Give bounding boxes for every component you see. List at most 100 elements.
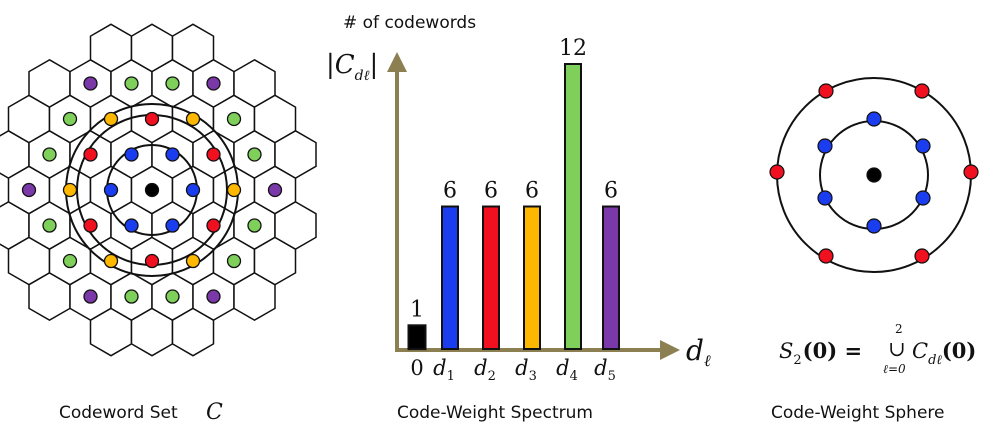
hex-lattice bbox=[0, 23, 317, 357]
outer-sphere-point bbox=[963, 164, 979, 180]
lattice-point bbox=[165, 147, 180, 162]
y-axis-symbol-sub: dℓ bbox=[355, 68, 370, 84]
lattice-point bbox=[124, 289, 139, 304]
x-axis-symbol: dℓ bbox=[686, 334, 711, 370]
lattice-point bbox=[226, 111, 242, 127]
lattice-point bbox=[144, 111, 160, 127]
bar-d2 bbox=[482, 205, 500, 350]
outer-sphere-point bbox=[818, 248, 834, 264]
sphere-center-point bbox=[866, 167, 882, 183]
bar-label-d2: 6 bbox=[484, 179, 498, 204]
tick-d3: d3 bbox=[515, 356, 537, 384]
lattice-point bbox=[83, 76, 98, 91]
lattice-point bbox=[185, 182, 201, 198]
lattice-point bbox=[267, 182, 283, 198]
bar-label-d5: 6 bbox=[604, 179, 618, 204]
formula-union-top: 2 bbox=[895, 322, 903, 336]
lattice-point bbox=[62, 253, 78, 269]
spectrum-caption: Code-Weight Spectrum bbox=[397, 403, 593, 423]
bar-label-0: 1 bbox=[410, 297, 424, 322]
lattice-point bbox=[62, 182, 78, 198]
lattice-point bbox=[103, 111, 119, 127]
sphere-caption: Code-Weight Sphere bbox=[771, 403, 945, 423]
lattice-point bbox=[226, 253, 242, 269]
lattice-point bbox=[206, 76, 221, 91]
lattice-point bbox=[185, 253, 201, 269]
formula-rhs-sub: dℓ bbox=[928, 353, 942, 368]
inner-sphere-point bbox=[915, 190, 931, 206]
inner-sphere-point bbox=[817, 190, 833, 206]
lattice-point bbox=[165, 218, 180, 233]
codeword-set-symbol: C bbox=[206, 400, 223, 425]
tick-d2: d2 bbox=[474, 356, 496, 384]
formula-rhs-main: C bbox=[912, 339, 928, 363]
formula-rhs-arg: (0) bbox=[942, 338, 976, 363]
lattice-point bbox=[103, 182, 119, 198]
lattice-point bbox=[247, 147, 262, 162]
bar-d1 bbox=[441, 205, 459, 350]
lattice-point bbox=[226, 182, 242, 198]
lattice-point bbox=[144, 253, 160, 269]
lattice-point bbox=[165, 289, 180, 304]
bar-value-labels: 1 6 6 6 12 6 bbox=[410, 36, 618, 322]
lattice-point bbox=[42, 218, 57, 233]
outer-sphere-point bbox=[914, 83, 930, 99]
lattice-point bbox=[124, 76, 139, 91]
formula-arg: (0) = bbox=[803, 338, 862, 363]
hex-cell bbox=[274, 129, 317, 180]
outer-sphere-point bbox=[818, 83, 834, 99]
codeword-set-panel bbox=[0, 23, 317, 357]
outer-sphere-point bbox=[914, 248, 930, 264]
lattice-point bbox=[165, 76, 180, 91]
origin-point bbox=[144, 182, 160, 198]
tick-d4: d4 bbox=[556, 356, 578, 384]
x-axis-symbol-sub: ℓ bbox=[704, 351, 711, 370]
formula-rhs: Cdℓ(0) bbox=[912, 338, 976, 368]
inner-sphere-point bbox=[866, 218, 882, 234]
bar-label-d3: 6 bbox=[525, 179, 539, 204]
lattice-point bbox=[247, 218, 262, 233]
tick-0: 0 bbox=[410, 356, 423, 380]
formula-lhs-sub: 2 bbox=[793, 353, 801, 368]
lattice-point bbox=[103, 253, 119, 269]
lattice-point bbox=[62, 111, 78, 127]
bar-d3 bbox=[523, 205, 541, 350]
tick-d1: d1 bbox=[433, 356, 455, 384]
lattice-point bbox=[124, 218, 139, 233]
lattice-point bbox=[83, 147, 98, 162]
code-weight-sphere-panel bbox=[769, 77, 979, 273]
bar-d5 bbox=[602, 205, 620, 350]
lattice-point bbox=[185, 111, 201, 127]
bar-label-d1: 6 bbox=[443, 179, 457, 204]
formula-union: ∪ bbox=[888, 337, 906, 361]
inner-sphere-point bbox=[817, 138, 833, 154]
y-axis-symbol-close: | bbox=[369, 50, 378, 80]
formula-lhs: S bbox=[779, 339, 793, 363]
x-tick-labels: 0 d1 d2 d3 d4 d5 bbox=[410, 356, 616, 384]
y-axis-symbol: |Cdℓ| bbox=[326, 50, 378, 84]
inner-sphere-point bbox=[866, 111, 882, 127]
y-axis-symbol-main: |C bbox=[326, 50, 355, 80]
inner-sphere-point bbox=[915, 138, 931, 154]
lattice-point bbox=[206, 289, 221, 304]
lattice-point bbox=[124, 147, 139, 162]
bar-0 bbox=[407, 324, 427, 351]
hex-cell bbox=[274, 200, 317, 251]
bar-d4 bbox=[564, 63, 582, 350]
codeword-set-caption: Codeword Set bbox=[59, 403, 178, 423]
bars bbox=[407, 63, 620, 351]
lattice-point bbox=[206, 218, 221, 233]
lattice-point bbox=[42, 147, 57, 162]
tick-d5: d5 bbox=[594, 356, 616, 384]
lattice-points bbox=[21, 76, 283, 304]
lattice-point bbox=[206, 147, 221, 162]
lattice-point bbox=[83, 218, 98, 233]
outer-sphere-point bbox=[769, 164, 785, 180]
lattice-point bbox=[83, 289, 98, 304]
formula-union-bottom: ℓ=0 bbox=[883, 362, 906, 376]
sphere-formula: S2(0) = bbox=[779, 338, 862, 368]
lattice-point bbox=[21, 182, 37, 198]
bar-label-d4: 12 bbox=[559, 36, 587, 61]
y-axis-title: # of codewords bbox=[343, 13, 476, 33]
